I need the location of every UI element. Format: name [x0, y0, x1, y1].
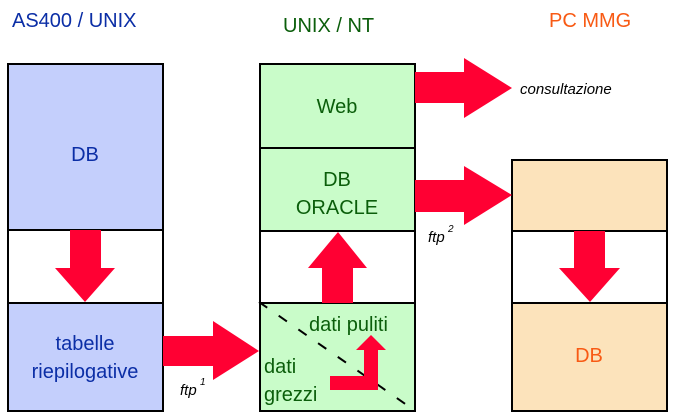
pc-column: DB — [511, 159, 668, 412]
consultation-arrow — [415, 58, 512, 118]
ftp2-label: ftp — [428, 229, 445, 246]
header-as400: AS400 / UNIX — [12, 10, 137, 32]
unix-column: Web DB ORACLE dati puliti dati grezzi — [258, 63, 416, 412]
as400-column: DB tabelle riepilogative — [7, 63, 164, 412]
clean-data-label: dati puliti — [309, 314, 388, 336]
web-label: Web — [317, 96, 358, 118]
raw-data-label-line2: grezzi — [264, 384, 317, 406]
as400-down-arrow — [55, 230, 115, 302]
ftp1-label: ftp — [180, 382, 197, 399]
summary-tables-label-line1: tabelle — [56, 333, 115, 355]
data-split-diagonal — [258, 301, 415, 411]
raw-data-label-line1: dati — [264, 356, 296, 378]
pc-upper-box — [511, 159, 668, 232]
as400-summary-box — [7, 302, 164, 412]
as400-db-label: DB — [71, 144, 99, 166]
consultation-label: consultazione — [520, 81, 612, 98]
cleaning-bent-arrow — [330, 335, 386, 390]
ftp1-superscript: 1 — [200, 377, 206, 388]
pc-db-box — [511, 302, 668, 412]
summary-tables-label-line2: riepilogative — [32, 361, 139, 383]
ftp1-arrow — [163, 321, 259, 380]
pc-down-arrow — [559, 231, 620, 302]
ftp2-arrow — [415, 166, 512, 225]
as400-db-box — [7, 63, 164, 231]
header-unix: UNIX / NT — [283, 15, 374, 37]
web-box — [259, 63, 416, 149]
unix-up-arrow — [308, 232, 367, 303]
oracle-label-line1: DB — [323, 169, 351, 191]
header-pc: PC MMG — [549, 10, 631, 32]
ftp2-superscript: 2 — [447, 224, 454, 235]
oracle-label-line2: ORACLE — [296, 197, 378, 219]
pc-db-label: DB — [575, 345, 603, 367]
